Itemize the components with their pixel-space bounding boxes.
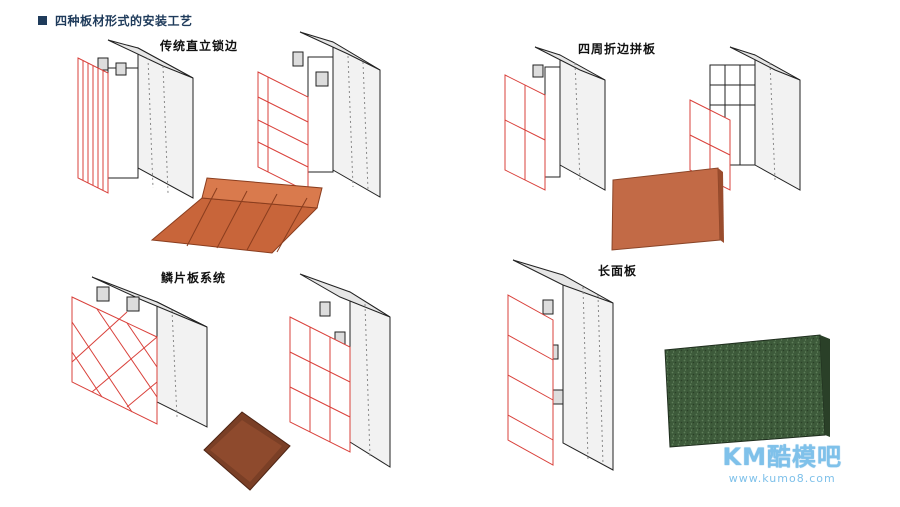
scale-panel-diagram-left bbox=[71, 276, 208, 428]
standing-seam-diagram-right bbox=[257, 31, 381, 198]
header-square-icon bbox=[38, 16, 47, 25]
standing-seam-sample bbox=[150, 177, 323, 254]
folded-panel-diagram-left bbox=[504, 46, 606, 191]
label-folded-panel: 四周折边拼板 bbox=[578, 42, 657, 56]
scale-panel-sample bbox=[203, 411, 291, 491]
watermark-logo: KM酷模吧 bbox=[722, 443, 842, 471]
page-title: 四种板材形式的安装工艺 bbox=[55, 14, 193, 28]
label-scale-panel: 鳞片板系统 bbox=[161, 271, 227, 285]
standing-seam-diagram-left bbox=[77, 39, 194, 199]
label-standing-seam: 传统直立锁边 bbox=[160, 39, 239, 53]
folded-panel-diagram-right bbox=[689, 46, 801, 191]
page-header: 四种板材形式的安装工艺 bbox=[38, 12, 193, 29]
watermark-url: www.kumo8.com bbox=[728, 472, 836, 485]
label-long-panel: 长面板 bbox=[598, 264, 638, 278]
long-panel-diagram bbox=[507, 259, 614, 471]
watermark: KM酷模吧 www.kumo8.com bbox=[723, 437, 842, 485]
long-panel-sample bbox=[664, 334, 830, 448]
folded-panel-sample bbox=[611, 167, 724, 251]
scale-panel-diagram-right bbox=[289, 273, 391, 468]
